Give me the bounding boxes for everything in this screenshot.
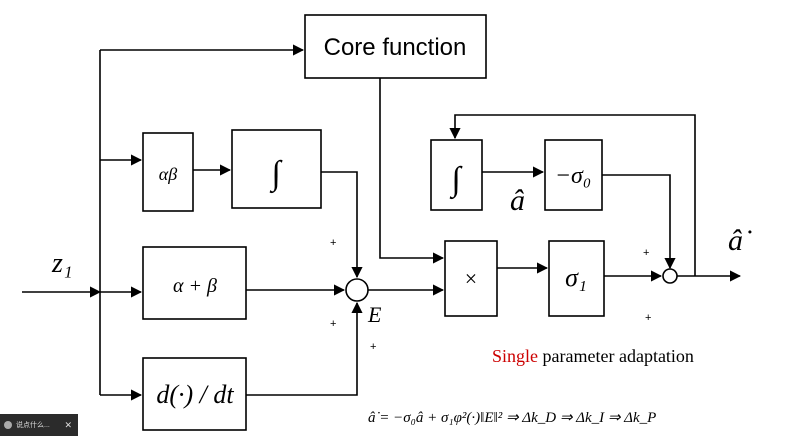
adaptation-formula: â̇ = −σ₀â + σ₁φ²(·)‖E‖² ⇒ Δk_D ⇒ Δk_I ⇒ …	[368, 410, 657, 426]
alpha-plus-beta-block	[142, 246, 247, 320]
alpha-beta-product-label: αβ	[159, 164, 177, 184]
wire-integral-to-sum	[321, 171, 363, 279]
core-function-label: Core function	[324, 34, 467, 61]
chat-icon	[4, 421, 12, 429]
sigma1-label: σ₁	[565, 263, 587, 292]
sign-sigma0-path: +	[643, 247, 649, 259]
integral-block	[231, 129, 322, 209]
close-icon[interactable]: ✕	[64, 419, 72, 430]
integral-label: ∫	[269, 155, 283, 194]
caption: Single parameter adaptation	[492, 346, 694, 367]
multiply-label: ×	[465, 266, 477, 291]
minus-sigma0-block	[544, 139, 603, 211]
wire-feedback	[449, 114, 696, 276]
derivative-block	[142, 357, 247, 431]
taskbar[interactable]: 说点什么... ✕	[0, 414, 78, 436]
wire-deriv-to-sum	[246, 301, 363, 396]
alpha-beta-product-block	[142, 132, 194, 212]
multiply-block	[444, 240, 498, 317]
input-z1-label: z₁	[51, 248, 73, 279]
core-function-block	[304, 14, 487, 79]
sign-deriv-path: +	[370, 341, 376, 353]
integral2-label: ∫	[449, 161, 463, 200]
sign-integral-path: +	[330, 237, 336, 249]
sign-absum-path: +	[330, 318, 336, 330]
a-hat-label: â	[510, 184, 525, 217]
derivative-label: d(·) / dt	[156, 380, 234, 409]
output-summing-junction	[662, 268, 678, 284]
sigma1-block	[548, 240, 605, 317]
error-e-label: E	[367, 302, 382, 327]
sign-sigma1-path: +	[645, 312, 651, 324]
alpha-plus-beta-label: α + β	[173, 275, 217, 297]
caption-rest: parameter adaptation	[538, 346, 694, 366]
error-summing-junction	[345, 278, 369, 302]
integral-block-2	[430, 139, 483, 211]
wire-core-to-multiply	[379, 78, 445, 264]
caption-highlight: Single	[492, 346, 539, 366]
minus-sigma0-label: −σ₀	[555, 163, 591, 189]
taskbar-text: 说点什么...	[16, 422, 50, 429]
a-hat-dot-output-label: â̇	[728, 224, 752, 257]
wire-sigma0-to-junction	[602, 174, 676, 270]
